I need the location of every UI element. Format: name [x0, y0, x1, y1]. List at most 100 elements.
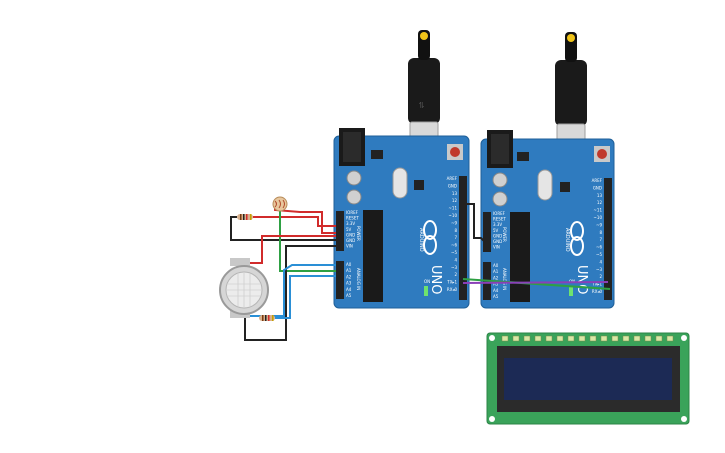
gas-sensor[interactable] — [219, 258, 269, 318]
digital-pin-label-7: 8 — [599, 230, 602, 235]
digital-pin-label-13: 2 — [599, 274, 602, 279]
wire-green-2[interactable] — [462, 278, 611, 290]
wire-green-1[interactable] — [279, 208, 336, 272]
power-pin-label-5: GND — [346, 238, 355, 243]
digital-pin-label-12: ~3 — [596, 267, 602, 272]
power-pin-label-2: 3.3V — [493, 222, 502, 227]
analog-pin-label-0: A0 — [346, 262, 352, 267]
digital-pin-label-11: 4 — [599, 259, 602, 264]
power-pin-label-4: GND — [346, 232, 355, 237]
digital-pin-label-2: 13 — [597, 193, 603, 198]
photoresistor[interactable] — [272, 196, 288, 212]
svg-text:⇌: ⇌ — [417, 101, 426, 108]
analog-section-label: ANALOG IN — [502, 268, 507, 290]
board-model-label: UNO — [574, 265, 589, 294]
power-pin-label-0: IOREF — [346, 210, 359, 215]
power-pin-label-6: VIN — [346, 244, 353, 249]
power-pin-label-6: VIN — [493, 245, 500, 250]
resistor-bottom[interactable] — [259, 315, 275, 321]
analog-pin-label-3: A3 — [346, 281, 352, 286]
lcd-pin[interactable] — [578, 335, 586, 342]
analog-section-label: ANALOG IN — [356, 268, 361, 290]
power-pin-label-3: 5V — [346, 227, 352, 232]
digital-pin-labels: AREF GND 13 12 ~11 ~10 ~9 8 7 ~6 ~5 4 ~3 2TX▸1RX◂0 — [591, 178, 602, 294]
power-pin-label-2: 3.3V — [346, 221, 355, 226]
lcd-pin[interactable] — [622, 335, 630, 342]
lcd-pin[interactable] — [655, 335, 663, 342]
on-led-label: ON — [424, 279, 430, 284]
wire-red-1[interactable] — [253, 216, 336, 227]
board-model-label: UNO — [428, 265, 443, 294]
lcd-pin[interactable] — [644, 335, 652, 342]
analog-pin-label-3: A3 — [493, 282, 499, 287]
wire-blue-2[interactable] — [275, 275, 336, 319]
arduino-logo-icon — [423, 220, 437, 255]
analog-pin-label-4: A4 — [493, 288, 499, 293]
lcd-pin[interactable] — [666, 335, 674, 342]
wires — [230, 203, 611, 341]
digital-pin-label-14: TX▸1 — [591, 282, 602, 287]
lcd-pin[interactable] — [567, 335, 575, 342]
digital-pin-label-15: RX◂0 — [592, 289, 603, 294]
analog-pin-label-5: A5 — [493, 294, 499, 299]
power-pin-label-3: 5V — [493, 228, 499, 233]
wire-purple-1[interactable] — [462, 281, 609, 284]
digital-pin-label-4: ~11 — [594, 208, 603, 213]
digital-pin-label-10: ~5 — [596, 252, 602, 257]
analog-pin-label-2: A2 — [493, 275, 499, 280]
lcd-pin[interactable] — [589, 335, 597, 342]
lcd-pin[interactable] — [633, 335, 641, 342]
power-section-label: POWER — [356, 226, 361, 241]
arduino-uno-left[interactable]: UNO ARDUINO POWER ANALOG IN ON IOREFRESE… — [333, 128, 470, 309]
lcd-pin[interactable] — [523, 335, 531, 342]
power-pin-label-4: GND — [493, 233, 502, 238]
wire-black-1[interactable] — [230, 216, 336, 241]
digital-pin-label-8: 7 — [454, 235, 457, 240]
wire-black-2[interactable] — [244, 245, 336, 341]
digital-pin-label-2: 13 — [452, 191, 458, 196]
power-pin-label-1: RESET — [493, 217, 506, 222]
digital-pin-label-6: ~9 — [596, 222, 602, 227]
digital-pin-label-5: ~10 — [449, 213, 458, 218]
digital-pin-label-15: RX◂0 — [447, 287, 458, 292]
lcd-pin[interactable] — [545, 335, 553, 342]
analog-pin-label-0: A0 — [493, 263, 499, 268]
digital-pin-label-8: 7 — [599, 237, 602, 242]
resistor-top[interactable] — [237, 214, 253, 220]
lcd-16x2[interactable] — [486, 332, 690, 425]
digital-pin-label-9: ~6 — [596, 245, 602, 250]
digital-pin-label-12: ~3 — [451, 265, 457, 270]
digital-pin-label-6: ~9 — [451, 220, 457, 225]
digital-pin-label-13: 2 — [454, 272, 457, 277]
lcd-pin[interactable] — [611, 335, 619, 342]
lcd-pin[interactable] — [556, 335, 564, 342]
digital-pin-label-0: AREF — [447, 176, 458, 181]
wire-black-3[interactable] — [463, 203, 487, 244]
analog-pin-label-1: A1 — [346, 268, 352, 273]
digital-pin-label-4: ~11 — [449, 206, 458, 211]
power-pin-label-5: GND — [493, 239, 502, 244]
lcd-pin[interactable] — [512, 335, 520, 342]
digital-pin-label-3: 12 — [597, 200, 603, 205]
lcd-pin[interactable] — [501, 335, 509, 342]
power-pin-label-1: RESET — [346, 216, 359, 221]
wire-red-2[interactable] — [274, 208, 336, 234]
power-pin-label-0: IOREF — [493, 211, 506, 216]
digital-pin-label-7: 8 — [454, 228, 457, 233]
lcd-pin[interactable] — [534, 335, 542, 342]
analog-pin-label-5: A5 — [346, 293, 352, 298]
digital-pin-label-0: AREF — [592, 178, 603, 183]
analog-pin-label-1: A1 — [493, 269, 499, 274]
lcd-screen — [504, 358, 672, 400]
arduino-logo-icon — [570, 221, 584, 256]
lcd-pin[interactable] — [600, 335, 608, 342]
digital-pin-label-5: ~10 — [594, 215, 603, 220]
digital-pin-label-1: GND — [593, 185, 602, 190]
